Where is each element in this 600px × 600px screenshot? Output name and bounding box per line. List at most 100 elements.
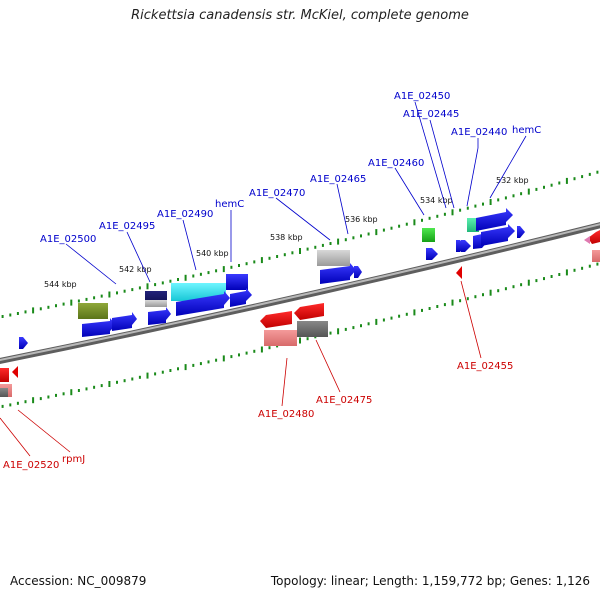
gene-arrow[interactable] xyxy=(82,318,116,337)
gene-reverse-small[interactable] xyxy=(584,236,590,244)
gene-label-hemc-left[interactable]: hemC xyxy=(215,199,244,210)
gene-pink[interactable] xyxy=(264,330,297,346)
gene-label-a1e-02480[interactable]: A1E_02480 xyxy=(258,409,314,420)
gene-arrow[interactable] xyxy=(230,288,252,307)
gene-darkgrey[interactable] xyxy=(0,388,8,397)
kbp-label-532: 532 kbp xyxy=(496,176,529,185)
scale-tick xyxy=(497,198,500,202)
gene-reverse-small[interactable] xyxy=(12,366,18,378)
scale-tick xyxy=(299,337,301,344)
scale-tick xyxy=(299,248,301,254)
scale-tick xyxy=(413,219,416,226)
gene-darkgrey[interactable] xyxy=(297,321,328,337)
scale-tick xyxy=(512,285,515,289)
scale-tick xyxy=(100,294,103,298)
scale-tick xyxy=(222,355,225,362)
scale-tick xyxy=(344,327,347,331)
gene-label-rpmj[interactable]: rpmJ xyxy=(62,454,85,465)
genome-backbone xyxy=(0,222,600,365)
scale-tick xyxy=(47,305,50,309)
gene-label-a1e-02475[interactable]: A1E_02475 xyxy=(316,395,372,406)
scale-tick xyxy=(451,209,454,216)
scale-tick xyxy=(390,226,393,230)
gene-label-hemc-right[interactable]: hemC xyxy=(512,125,541,136)
scale-tick xyxy=(527,279,530,286)
gene-arrow[interactable] xyxy=(112,312,137,331)
gene-green[interactable] xyxy=(422,228,435,242)
scale-tick xyxy=(192,274,195,278)
gene-arrow-small[interactable] xyxy=(426,248,438,260)
scale-tick xyxy=(154,283,157,287)
gene-label-a1e-02445[interactable]: A1E_02445 xyxy=(403,109,459,120)
scale-tick xyxy=(306,247,309,251)
scale-tick xyxy=(131,288,134,292)
gene-reverse[interactable] xyxy=(260,311,292,328)
scale-tick xyxy=(39,307,42,311)
reverse-gene-labels: A1E_02455 A1E_02475 A1E_02480 rpmJ A1E_0… xyxy=(0,280,513,471)
gene-label-a1e-02460[interactable]: A1E_02460 xyxy=(368,158,424,169)
scale-tick xyxy=(482,293,484,297)
scale-tick xyxy=(436,305,439,308)
scale-tick xyxy=(436,214,439,218)
gene-arrow[interactable] xyxy=(476,208,513,231)
scale-tick xyxy=(527,188,530,195)
scale-tick xyxy=(253,260,256,264)
scale-tick xyxy=(123,379,126,383)
gene-arrow-small[interactable] xyxy=(517,226,525,238)
gene-label-a1e-02440[interactable]: A1E_02440 xyxy=(451,127,507,138)
gene-pink[interactable] xyxy=(592,250,600,262)
gene-arrow-small[interactable] xyxy=(354,266,362,278)
gene-arrow-small[interactable] xyxy=(19,337,28,349)
scale-tick xyxy=(108,381,111,387)
scale-tick xyxy=(581,175,584,179)
gene-label-a1e-02470[interactable]: A1E_02470 xyxy=(249,188,305,199)
gene-arrow[interactable] xyxy=(148,307,171,325)
gene-label-a1e-02450[interactable]: A1E_02450 xyxy=(394,91,450,102)
scale-tick xyxy=(93,296,96,300)
scale-tick xyxy=(459,299,462,303)
scale-tick xyxy=(184,364,187,371)
scale-tick xyxy=(207,271,210,275)
gene-label-a1e-02495[interactable]: A1E_02495 xyxy=(99,221,155,232)
scale-tick xyxy=(245,262,248,266)
scale-tick xyxy=(482,202,484,206)
gene-reverse[interactable] xyxy=(294,303,324,320)
scale-tick xyxy=(504,196,507,200)
scale-ticks xyxy=(1,170,599,408)
scale-tick xyxy=(1,404,4,408)
gene-arrow[interactable] xyxy=(481,224,515,246)
gene-label-a1e-02490[interactable]: A1E_02490 xyxy=(157,209,213,220)
scale-tick xyxy=(184,274,187,281)
gene-arrow[interactable] xyxy=(176,291,230,316)
gene-reverse[interactable] xyxy=(0,368,9,382)
scale-tick xyxy=(306,337,309,341)
gene-grey[interactable] xyxy=(317,250,350,266)
scale-tick xyxy=(70,299,73,306)
gene-reverse[interactable] xyxy=(588,230,600,244)
scale-tick xyxy=(24,310,27,314)
scale-tick xyxy=(512,194,515,198)
gene-label-a1e-02500[interactable]: A1E_02500 xyxy=(40,234,96,245)
scale-tick xyxy=(245,351,248,355)
scale-tick xyxy=(474,295,477,299)
scale-tick xyxy=(291,251,294,255)
scale-tick xyxy=(268,346,271,350)
accession-text: Accession: NC_009879 xyxy=(10,574,147,588)
gene-box[interactable] xyxy=(226,274,248,290)
gene-grey[interactable] xyxy=(145,300,167,307)
scale-tick xyxy=(70,389,73,396)
gene-arrow[interactable] xyxy=(320,263,356,284)
scale-tick xyxy=(497,289,500,293)
gene-label-a1e-02455[interactable]: A1E_02455 xyxy=(457,361,513,372)
gene-label-a1e-02520[interactable]: A1E_02520 xyxy=(3,460,59,471)
gene-arrow-small[interactable] xyxy=(461,240,471,252)
scale-tick xyxy=(466,206,469,210)
gene-reverse-small[interactable] xyxy=(456,266,462,279)
gene-olive[interactable] xyxy=(78,303,108,319)
scale-tick xyxy=(32,397,35,404)
scale-labels: 532 kbp 534 kbp 536 kbp 538 kbp 540 kbp … xyxy=(44,176,529,289)
scale-tick xyxy=(169,279,172,283)
scale-tick xyxy=(543,185,545,189)
gene-label-a1e-02465[interactable]: A1E_02465 xyxy=(310,174,366,185)
scale-tick xyxy=(268,256,271,260)
